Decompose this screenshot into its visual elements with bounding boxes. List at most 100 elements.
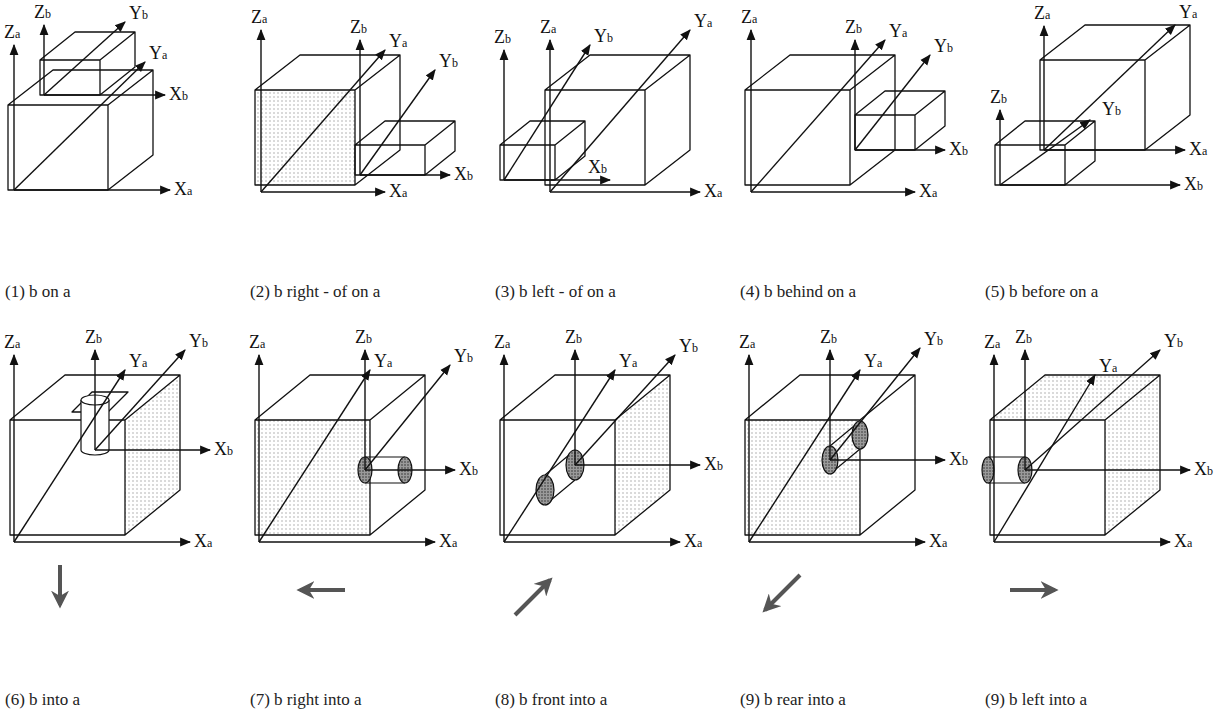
- y-axis-a: [1044, 25, 1175, 150]
- axis-label: Ya: [1179, 3, 1197, 23]
- z-axis-a: [750, 30, 751, 192]
- z-axis-a: [748, 355, 749, 542]
- axis-label: Ya: [374, 352, 392, 372]
- x-axis-a: [550, 191, 700, 192]
- motion-arrow: [58, 565, 62, 605]
- z-axis-b: [359, 40, 360, 175]
- axis-label: Ya: [619, 352, 637, 372]
- panel-right-into: [255, 350, 455, 590]
- axis-label: Yb: [454, 347, 473, 367]
- z-axis-b: [854, 40, 855, 150]
- shaded-face: [255, 420, 370, 535]
- axis-label: Yb: [594, 27, 613, 47]
- z-axis-b: [999, 110, 1000, 185]
- shaded-face: [990, 375, 1160, 420]
- axis-label: Xb: [588, 158, 607, 178]
- z-axis-b: [43, 25, 44, 95]
- axis-label: Zb: [565, 328, 582, 348]
- x-axis-a: [14, 189, 170, 190]
- axis-label: Xa: [704, 182, 722, 202]
- y-axis-a: [14, 62, 145, 190]
- axis-label: Xa: [194, 532, 212, 552]
- caption: (5) b before on a: [985, 282, 1098, 302]
- x-axis-a: [751, 191, 915, 192]
- axis-label: Za: [540, 18, 556, 38]
- y-axis-b: [365, 365, 450, 470]
- panel-behind: [745, 30, 945, 192]
- z-axis-a: [260, 30, 261, 192]
- axis-label: Za: [739, 333, 755, 353]
- box-a: [8, 70, 153, 190]
- y-axis-a: [749, 370, 860, 542]
- motion-arrow: [765, 575, 800, 610]
- axis-label: Xb: [169, 85, 188, 105]
- axis-label: Xb: [214, 440, 233, 460]
- x-axis-a: [749, 541, 925, 542]
- z-axis-b: [94, 350, 95, 450]
- x-axis-a: [14, 541, 190, 542]
- x-axis-a: [259, 541, 435, 542]
- box-a: [1040, 25, 1190, 150]
- y-axis-b: [1025, 350, 1160, 470]
- axis-label: Xb: [704, 455, 723, 475]
- caption: (2) b right - of on a: [250, 282, 380, 302]
- box-a: [745, 55, 895, 185]
- caption: (1) b on a: [5, 282, 71, 302]
- axis-label: Zb: [350, 18, 367, 38]
- axis-label: Za: [741, 8, 757, 28]
- axis-label: Zb: [820, 328, 837, 348]
- axis-label: Xa: [684, 532, 702, 552]
- z-axis-a: [993, 355, 994, 542]
- axis-label: Zb: [494, 28, 511, 48]
- x-axis-b: [575, 464, 700, 465]
- shaded-face: [615, 375, 670, 535]
- axis-label: Ya: [389, 32, 407, 52]
- panel-into: [10, 350, 210, 605]
- y-axis-a: [751, 40, 885, 192]
- axis-label: Xa: [1174, 532, 1192, 552]
- panel-left-of: [500, 30, 700, 192]
- y-axis-a: [261, 50, 385, 192]
- axis-label: Xb: [454, 165, 473, 185]
- z-axis-b: [829, 350, 830, 460]
- axis-label: Xa: [1189, 140, 1207, 160]
- x-axis-b: [504, 179, 610, 180]
- caption: (8) b front into a: [495, 690, 607, 710]
- box-b: [855, 91, 945, 150]
- axis-label: Za: [494, 333, 510, 353]
- axis-label: Zb: [990, 88, 1007, 108]
- box-b: [500, 121, 585, 180]
- z-axis-a: [549, 40, 550, 192]
- y-axis-a: [14, 370, 125, 542]
- box-b: [995, 121, 1095, 185]
- panel-on: [8, 22, 170, 190]
- y-axis-b: [1000, 120, 1090, 185]
- caption: (9) b rear into a: [740, 690, 846, 710]
- axis-label: Za: [4, 333, 20, 353]
- y-axis-b: [360, 70, 435, 175]
- axis-label: Xb: [1184, 175, 1203, 195]
- x-axis-a: [504, 541, 680, 542]
- axis-label: Xb: [949, 140, 968, 160]
- caption: (7) b right into a: [250, 690, 361, 710]
- x-axis-b: [855, 149, 945, 150]
- x-axis-a: [261, 191, 385, 192]
- x-axis-b: [95, 449, 210, 450]
- x-axis-b: [1000, 184, 1180, 185]
- z-axis-b: [1024, 350, 1025, 470]
- caption: (6) b into a: [5, 690, 80, 710]
- shaded-face: [745, 420, 860, 535]
- axis-label: Xa: [174, 180, 192, 200]
- z-axis-b: [503, 50, 504, 180]
- motion-arrow: [515, 580, 550, 615]
- cylinder-end: [982, 457, 994, 483]
- y-axis-b: [44, 22, 125, 95]
- x-axis-a: [994, 541, 1170, 542]
- panel-before: [995, 25, 1190, 185]
- axis-label: Zb: [34, 3, 51, 23]
- z-axis-a: [13, 355, 14, 542]
- caption: (4) b behind on a: [740, 282, 856, 302]
- panel-front-into: [500, 350, 700, 615]
- box-a: [255, 55, 400, 185]
